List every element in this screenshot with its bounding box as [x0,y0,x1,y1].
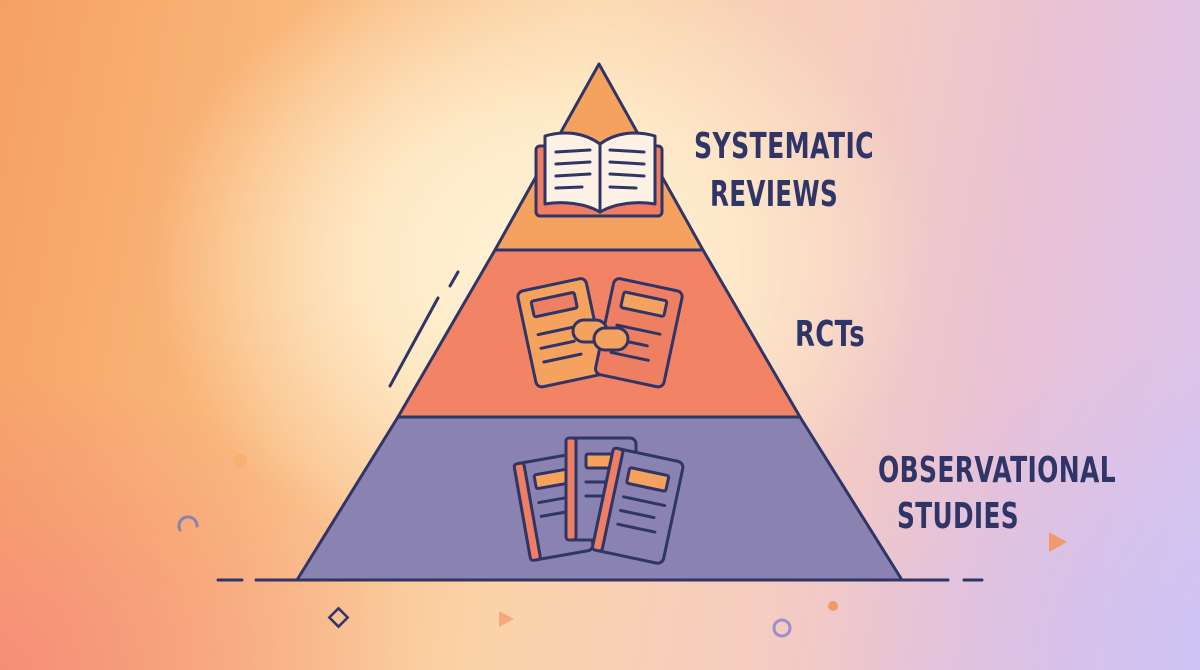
tier-label-rcts: RCTs [795,314,865,355]
decor-ring-purple [772,618,792,638]
open-book-icon [534,131,664,218]
motion-lines-decoration [388,270,460,388]
decor-triangle-small [499,611,514,627]
stacked-documents-icon [512,436,685,565]
tier-label-systematic-line1: SYSTEMATIC [694,126,874,167]
tier-label-observational-line2: STUDIES [897,496,1019,537]
decor-triangle-right [1049,532,1067,552]
chain-link-icon [571,318,630,352]
linked-documents-icon [516,277,684,389]
decor-dot-orange [233,454,247,468]
decor-dot-coral [828,601,838,611]
tier-label-systematic-line2: REVIEWS [710,174,838,215]
decor-diamond-outline [327,606,350,629]
decor-arc-purple [177,515,199,532]
tier-label-observational-line1: OBSERVATIONAL [878,450,1116,491]
